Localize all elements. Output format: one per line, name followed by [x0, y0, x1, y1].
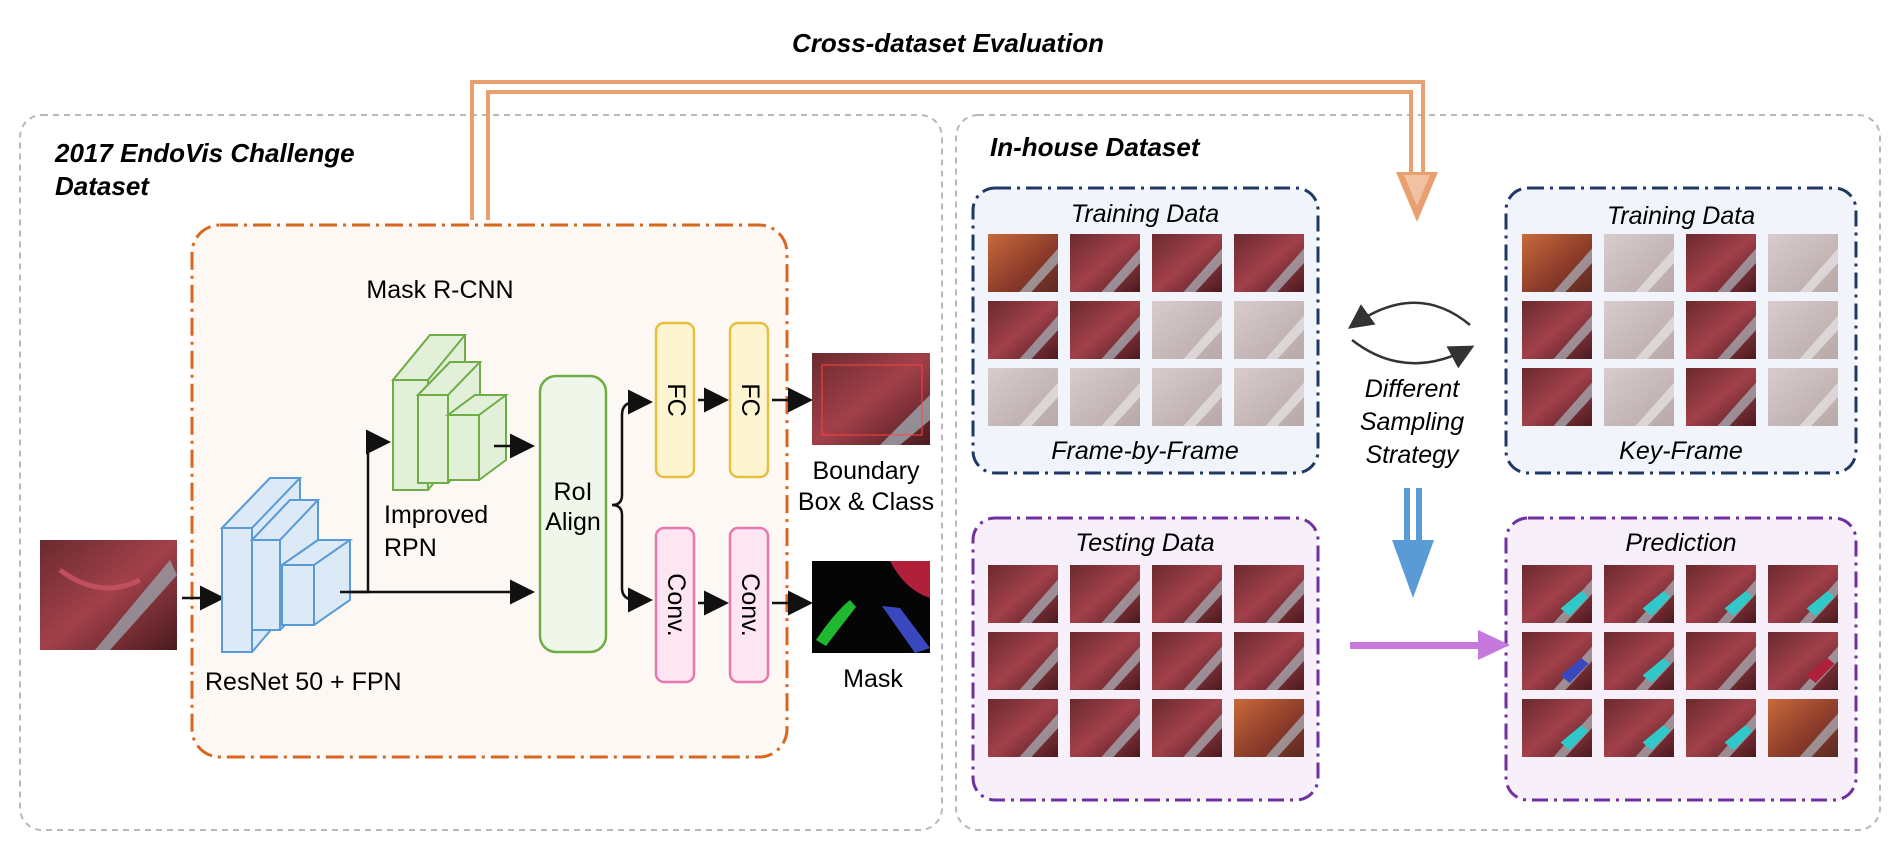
roi-label-1: RoI [554, 478, 593, 506]
predict-arrow [1350, 630, 1510, 660]
fc-block-1 [654, 321, 696, 479]
training-left-frame [971, 186, 1320, 475]
prediction-thumbnails [1522, 565, 1838, 757]
swap-arrow-bottom [1351, 339, 1475, 369]
swap-arrow-top [1347, 301, 1471, 329]
rpn-label-2: RPN [384, 534, 437, 562]
mask-rcnn-frame [190, 223, 789, 759]
rpn-block [390, 334, 510, 491]
right-panel-title: In-house Dataset [990, 132, 1201, 162]
sampling-label-1: Different [1365, 375, 1461, 403]
backbone-label: ResNet 50 + FPN [205, 668, 402, 696]
training-right-thumbnails [1522, 234, 1838, 426]
figure-title: Cross-dataset Evaluation [792, 28, 1104, 58]
sampling-label-3: Strategy [1365, 441, 1460, 469]
mask-rcnn-label: Mask R-CNN [366, 276, 513, 304]
training-left-thumbnails [988, 234, 1304, 426]
conv-block-2 [728, 526, 770, 684]
roi-align-block [538, 374, 608, 654]
training-right-title: Training Data [1607, 202, 1755, 230]
bbox-label-2: Box & Class [798, 488, 934, 516]
conv-block-1 [654, 526, 696, 684]
mask-output-image [812, 561, 930, 653]
left-panel-title-2: Dataset [55, 171, 150, 201]
testing-frame [971, 516, 1320, 802]
fc-label-1: FC [662, 383, 690, 416]
mask-label: Mask [843, 665, 903, 693]
rpn-label-1: Improved [384, 501, 488, 529]
cross-dataset-arrow [470, 80, 1425, 220]
training-left-caption: Frame-by-Frame [1051, 437, 1239, 465]
testing-thumbnails [988, 565, 1304, 757]
fc-block-2 [728, 321, 770, 479]
left-panel-frame [19, 114, 943, 831]
training-left-title: Training Data [1071, 200, 1219, 228]
prediction-title: Prediction [1625, 529, 1736, 557]
bbox-output-image [812, 353, 930, 445]
fc-label-2: FC [736, 383, 764, 416]
testing-title: Testing Data [1075, 529, 1215, 557]
cross-dataset-arrowhead [1396, 172, 1438, 222]
conv-label-1: Conv. [662, 573, 690, 636]
input-image [40, 540, 177, 650]
conv-label-2: Conv. [736, 573, 764, 636]
bbox-label-1: Boundary [812, 457, 920, 485]
roi-label-2: Align [545, 508, 601, 536]
sampling-label-2: Sampling [1360, 408, 1464, 436]
right-panel-frame [955, 114, 1881, 831]
resnet-fpn-block [219, 477, 354, 653]
left-panel-title-1: 2017 EndoVis Challenge [54, 138, 355, 168]
down-arrow [1392, 488, 1434, 598]
training-right-caption: Key-Frame [1619, 437, 1743, 465]
